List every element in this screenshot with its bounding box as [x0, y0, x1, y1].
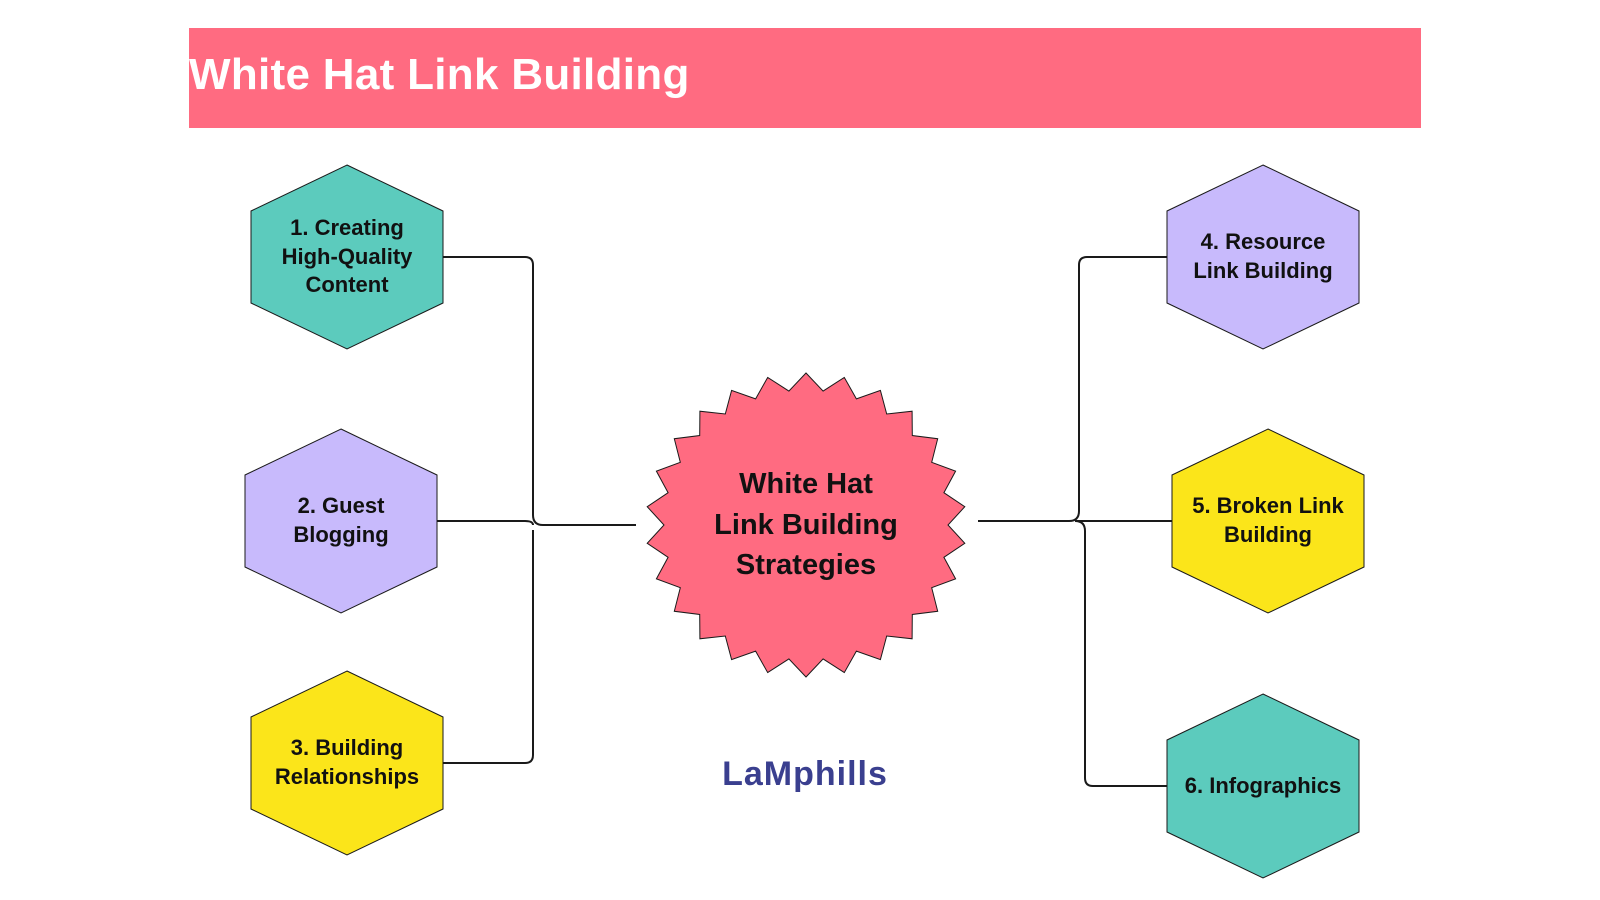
center-label: White Hat Link Building Strategies — [714, 468, 898, 582]
brand-logo: LaMphills — [700, 750, 910, 798]
node-shapes — [244, 164, 1365, 879]
strategy-hexagon-1 — [250, 164, 444, 350]
strategy-hexagon-4 — [1166, 164, 1360, 350]
connector-strategy-4 — [1068, 256, 1168, 522]
connector-strategy-3 — [443, 530, 534, 764]
strategy-hexagon-6 — [1166, 693, 1360, 879]
connector-strategy-5 — [1074, 520, 1173, 532]
strategy-hexagon-3 — [250, 670, 444, 856]
strategy-label-6: 6. Infographics — [1184, 772, 1342, 798]
logo-text: LaMphills — [722, 754, 888, 793]
connector-strategy-1 — [443, 256, 534, 515]
connector-left-trunk — [532, 514, 636, 526]
strategy-label-4: 4. Resource Link Building — [1193, 229, 1333, 283]
connector-strategy-2 — [437, 520, 534, 526]
strategy-label-5: 5. Broken Link Building — [1192, 493, 1344, 547]
connector-lines — [437, 256, 1173, 787]
strategy-hexagon-5 — [1171, 428, 1365, 614]
strategy-label-3: 3. Building Relationships — [274, 735, 420, 789]
page-title: White Hat Link Building — [189, 50, 690, 99]
strategy-label-1: 1. Creating High-Quality Content — [281, 215, 413, 298]
title-banner — [189, 28, 1421, 128]
strategy-label-2: 2. Guest Blogging — [293, 493, 389, 547]
strategy-hexagon-2 — [244, 428, 438, 614]
connector-strategy-6 — [1084, 531, 1168, 787]
center-starburst — [646, 372, 966, 678]
